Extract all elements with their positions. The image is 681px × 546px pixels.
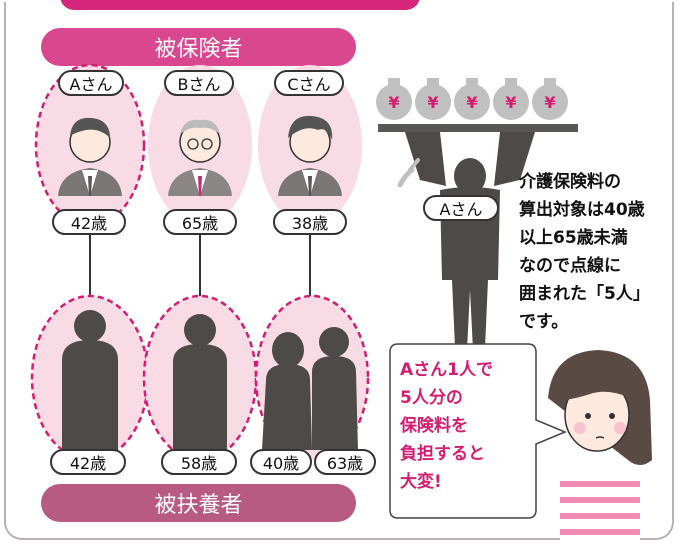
- yen-sign-1: ¥: [388, 93, 399, 112]
- person-silhouette-icon: [262, 327, 358, 450]
- yen-sign-2: ¥: [427, 93, 438, 112]
- explanation-line: 以上65歳未満: [519, 228, 628, 248]
- person-b-icon: [168, 119, 232, 196]
- person-a-icon: [58, 117, 122, 196]
- explanation-line: なので点線に: [519, 256, 621, 276]
- money-bag-icon: ¥: [454, 78, 490, 120]
- dependent-age-1: 42歳: [50, 449, 126, 475]
- explanation-line: 算出対象は40歳: [519, 200, 645, 220]
- speech-bubble: [389, 343, 567, 519]
- dependents-footer: 被扶養者: [41, 484, 356, 522]
- speech-line: 5人分の: [400, 388, 463, 408]
- speech-line: 保険料を: [400, 416, 468, 436]
- dependent-age-4: 63歳: [314, 449, 376, 475]
- money-bag-icon: ¥: [415, 78, 451, 120]
- money-bag-icon: ¥: [376, 78, 412, 120]
- insured-name-a: Aさん: [58, 70, 124, 96]
- insured-age-b: 65歳: [163, 209, 237, 235]
- speech-bubble-text: Aさん1人で 5人分の 保険料を 負担すると 大変!: [400, 356, 530, 496]
- yen-sign-4: ¥: [505, 93, 516, 112]
- insured-header: 被保険者: [41, 28, 356, 66]
- sweat-mark-icon: [408, 158, 420, 172]
- speech-line: Aさん1人で: [400, 360, 493, 380]
- person-silhouette-icon: [173, 314, 227, 452]
- explanation-line: です。: [519, 312, 569, 332]
- dependent-age-3: 40歳: [250, 449, 312, 475]
- thinking-woman-icon: [548, 350, 652, 546]
- explanation-line: 囲まれた「5人」: [519, 284, 650, 304]
- insured-age-c: 38歳: [273, 209, 347, 235]
- sweat-mark-icon: [397, 167, 415, 188]
- weightlifter-silhouette-icon: [378, 124, 578, 370]
- explanation-text: 介護保険料の 算出対象は40歳 以上65歳未満 なので点線に 囲まれた「5人」 …: [519, 168, 679, 336]
- diagram-frame: [4, 2, 674, 540]
- yen-sign-5: ¥: [544, 93, 555, 112]
- money-bag-icon: ¥: [493, 78, 529, 120]
- speech-line: 負担すると: [400, 444, 485, 464]
- insured-name-b: Bさん: [164, 70, 234, 96]
- explanation-line: 介護保険料の: [519, 172, 621, 192]
- carrier-name-badge: Aさん: [423, 195, 499, 221]
- insured-name-c: Cさん: [274, 70, 344, 96]
- money-bag-icon: ¥: [532, 78, 568, 120]
- top-banner: [60, 0, 420, 10]
- person-c-icon: [278, 115, 342, 196]
- yen-sign-3: ¥: [466, 93, 477, 112]
- person-silhouette-icon: [62, 310, 118, 452]
- speech-line: 大変!: [400, 472, 442, 492]
- insured-age-a: 42歳: [52, 209, 126, 235]
- dependent-age-2: 58歳: [161, 449, 237, 475]
